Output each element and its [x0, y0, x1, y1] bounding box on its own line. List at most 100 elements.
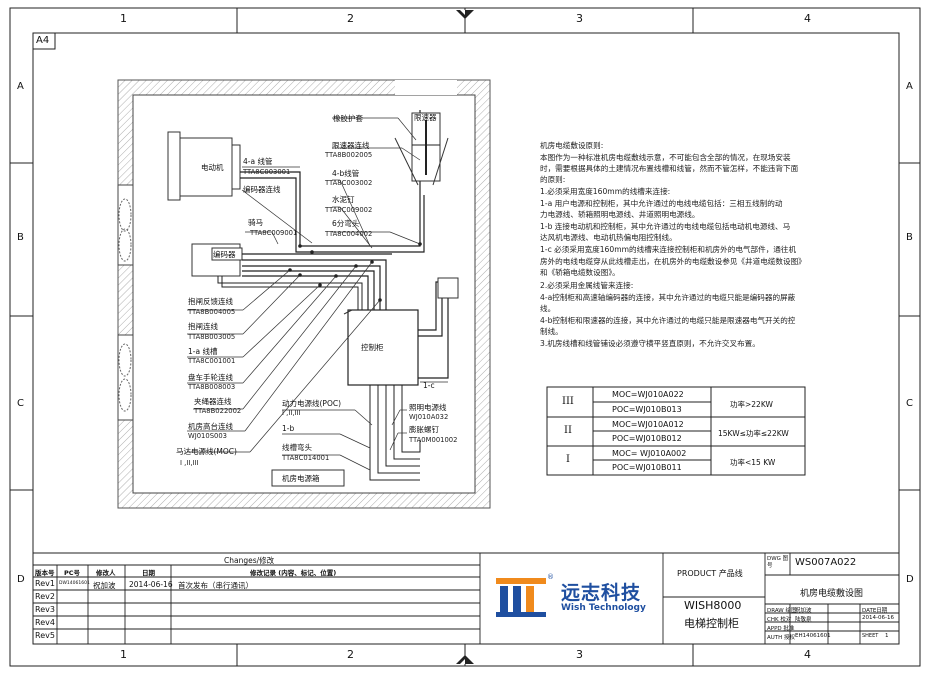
changes-header-pc: PC号: [64, 569, 81, 577]
column-label-1: 1: [120, 12, 127, 25]
power-poc-label: 动力电源线(POC): [282, 399, 342, 408]
trough-bend-code: TTA8C014001: [282, 454, 330, 462]
row-label-a-right: A: [906, 81, 913, 92]
changes-date: 2014-06-16: [129, 580, 173, 589]
row-label-c: C: [17, 398, 24, 409]
expansion-nail-label: 膨胀螺钉: [409, 425, 439, 434]
note-line: 1-c 必须采用宽度160mm的线槽来连接控制柜和机房外的电气部件，通往机: [540, 245, 797, 254]
chk-name: 陆敬泉: [795, 617, 812, 623]
bend-6-code: TTA8C004002: [325, 230, 373, 238]
changes-header-rev: 版本号: [35, 569, 55, 577]
note-line: 1-b 连接电动机和控制柜，其中允许通过的电线电缆包括电动机电源线、马: [540, 222, 791, 231]
changes-rev: Rev5: [35, 631, 55, 640]
changes-rev: Rev4: [35, 618, 55, 627]
saddle-label: 骑马: [248, 218, 263, 227]
rubber-sleeve-label: 橡胶护套: [333, 114, 363, 123]
cement-nail-label: 水泥钉: [332, 195, 355, 204]
motor-power-label: 马达电源线(MOC): [176, 447, 237, 456]
power-moc-1: MOC= WJ010A002: [612, 449, 687, 458]
brake-feedback-code: TTA8B004005: [188, 308, 236, 316]
power-moc-3: MOC=WJ010A022: [612, 390, 684, 399]
tube-4b-code: TTA8C003002: [325, 179, 373, 187]
platform-cable-code: WJ010S003: [188, 432, 227, 440]
note-line: 和《轿箱电缆数设图》。: [540, 268, 620, 277]
sheet-size-label: A4: [36, 35, 50, 46]
note-line: 1.必须采用宽度160mm的线槽来连接:: [540, 187, 671, 196]
trough-bend-label: 线槽弯头: [282, 443, 312, 452]
auth-label: AUTH 授权: [767, 635, 796, 641]
product-name: WISH8000: [684, 599, 742, 612]
limiter-cable-code: TTA8B002005: [325, 151, 373, 159]
rope-clamp-label: 夹绳器连线: [194, 397, 232, 406]
note-line: 力电源线、轿箱照明电源线、井道照明电源线。: [540, 210, 700, 219]
product-label: PRODUCT 产品线: [677, 569, 743, 578]
handwheel-label: 盘车手轮连线: [188, 373, 233, 382]
label-1b: 1-b: [282, 424, 295, 433]
power-poc-3: POC=WJ010B013: [612, 405, 682, 414]
note-line: 1-a 用户电源和控制柜，其中允许通过的电线电缆包括：三相五线制的动: [540, 199, 783, 208]
changes-header-record: 修改记录 (内容、标记、位置): [250, 569, 337, 577]
sheet-label: SHEET: [862, 633, 879, 639]
note-line: 制线。: [540, 327, 563, 336]
speed-limiter-label: 限速器: [414, 113, 437, 122]
changes-rev: Rev3: [35, 605, 55, 614]
power-level-3: III: [562, 396, 574, 407]
note-line: 4-b控制柜和限速器的连接，其中允许通过的电缆只能是限速器电气开关的控: [540, 316, 796, 325]
encoder-label: 编码器: [213, 250, 236, 259]
note-line: 房外的电线电缆穿从此线槽走出，在机房外的电缆敷设参见《井道电缆数设图》: [540, 257, 806, 266]
changes-pc: DW14061601: [59, 581, 90, 586]
power-poc-sub: I ,II,III: [282, 409, 301, 417]
tube-4a-code: TTA8C003001: [243, 168, 291, 176]
product-cn: 电梯控制柜: [684, 617, 739, 630]
power-range-2: 15KW≤功率≤22KW: [718, 429, 789, 438]
handwheel-code: TTA8B008003: [188, 383, 236, 391]
brake-cable-code: TTA8B003005: [188, 333, 236, 341]
platform-cable-label: 机房高台连线: [188, 422, 233, 431]
cement-nail-code: TTA8C009002: [325, 206, 373, 214]
row-label-a: A: [17, 81, 24, 92]
note-line: 机房电缆敷设原则:: [540, 141, 604, 150]
note-line: 3.机房线槽和线管铺设必须遵守横平竖直原则，不允许交叉布置。: [540, 339, 760, 348]
power-poc-1: POC=WJ010B011: [612, 463, 682, 472]
encoder-cable-label: 编码器连线: [243, 185, 281, 194]
row-label-c-right: C: [906, 398, 913, 409]
power-poc-2: POC=WJ010B012: [612, 434, 682, 443]
note-line: 线。: [540, 304, 556, 313]
column-label-2: 2: [347, 12, 354, 25]
company-name-en: Wish Technology: [561, 603, 646, 613]
brake-cable-label: 抱闸连线: [188, 322, 218, 331]
chk-label: CHK 校对: [767, 617, 792, 623]
column-label-4-bottom: 4: [804, 648, 811, 661]
registered-mark: ®: [547, 573, 554, 581]
rope-clamp-code: TTA8B022002: [194, 407, 242, 415]
changes-record: 首次发布（串行通讯）: [178, 581, 253, 590]
brake-feedback-label: 抱闸反馈连线: [188, 297, 233, 306]
dwg-number: WS007A022: [795, 557, 857, 568]
changes-rev: Rev1: [35, 579, 55, 588]
note-line: 时，需要根据具体的土建情况布置线槽和线管，然而不管怎样，不能违背下面: [540, 164, 799, 173]
dwg-label: DWG 图号: [767, 556, 789, 569]
date-value: 2014-06-16: [862, 615, 894, 621]
note-line: 达风机电源线、电动机热偏电阻控制线。: [540, 233, 677, 242]
row-label-d-right: D: [906, 574, 914, 585]
machine-power-box-label: 机房电源箱: [282, 474, 320, 483]
column-label-1-bottom: 1: [120, 648, 127, 661]
power-range-3: 功率>22KW: [730, 400, 773, 409]
appd-label: APPD 批准: [767, 626, 795, 632]
changes-person: 祝加波: [93, 581, 116, 590]
company-logo-mark: [496, 578, 546, 617]
power-level-2: II: [564, 425, 572, 436]
motor-power-sub: I ,II,III: [180, 459, 199, 467]
saddle-code: TTA8C009001: [250, 229, 298, 237]
motor-label: 电动机: [201, 163, 224, 172]
tube-4a-label: 4-a 线管: [243, 157, 273, 166]
power-range-1: 功率<15 KW: [730, 458, 776, 467]
tube-4b-label: 4-b线管: [332, 169, 360, 178]
sheet-number: 1: [885, 633, 889, 639]
bend-6-label: 6分弯头: [332, 219, 360, 228]
column-label-4: 4: [804, 12, 811, 25]
drawing-title: 机房电缆敷设图: [800, 589, 864, 599]
power-level-1: I: [566, 454, 570, 465]
column-label-3-bottom: 3: [576, 648, 583, 661]
